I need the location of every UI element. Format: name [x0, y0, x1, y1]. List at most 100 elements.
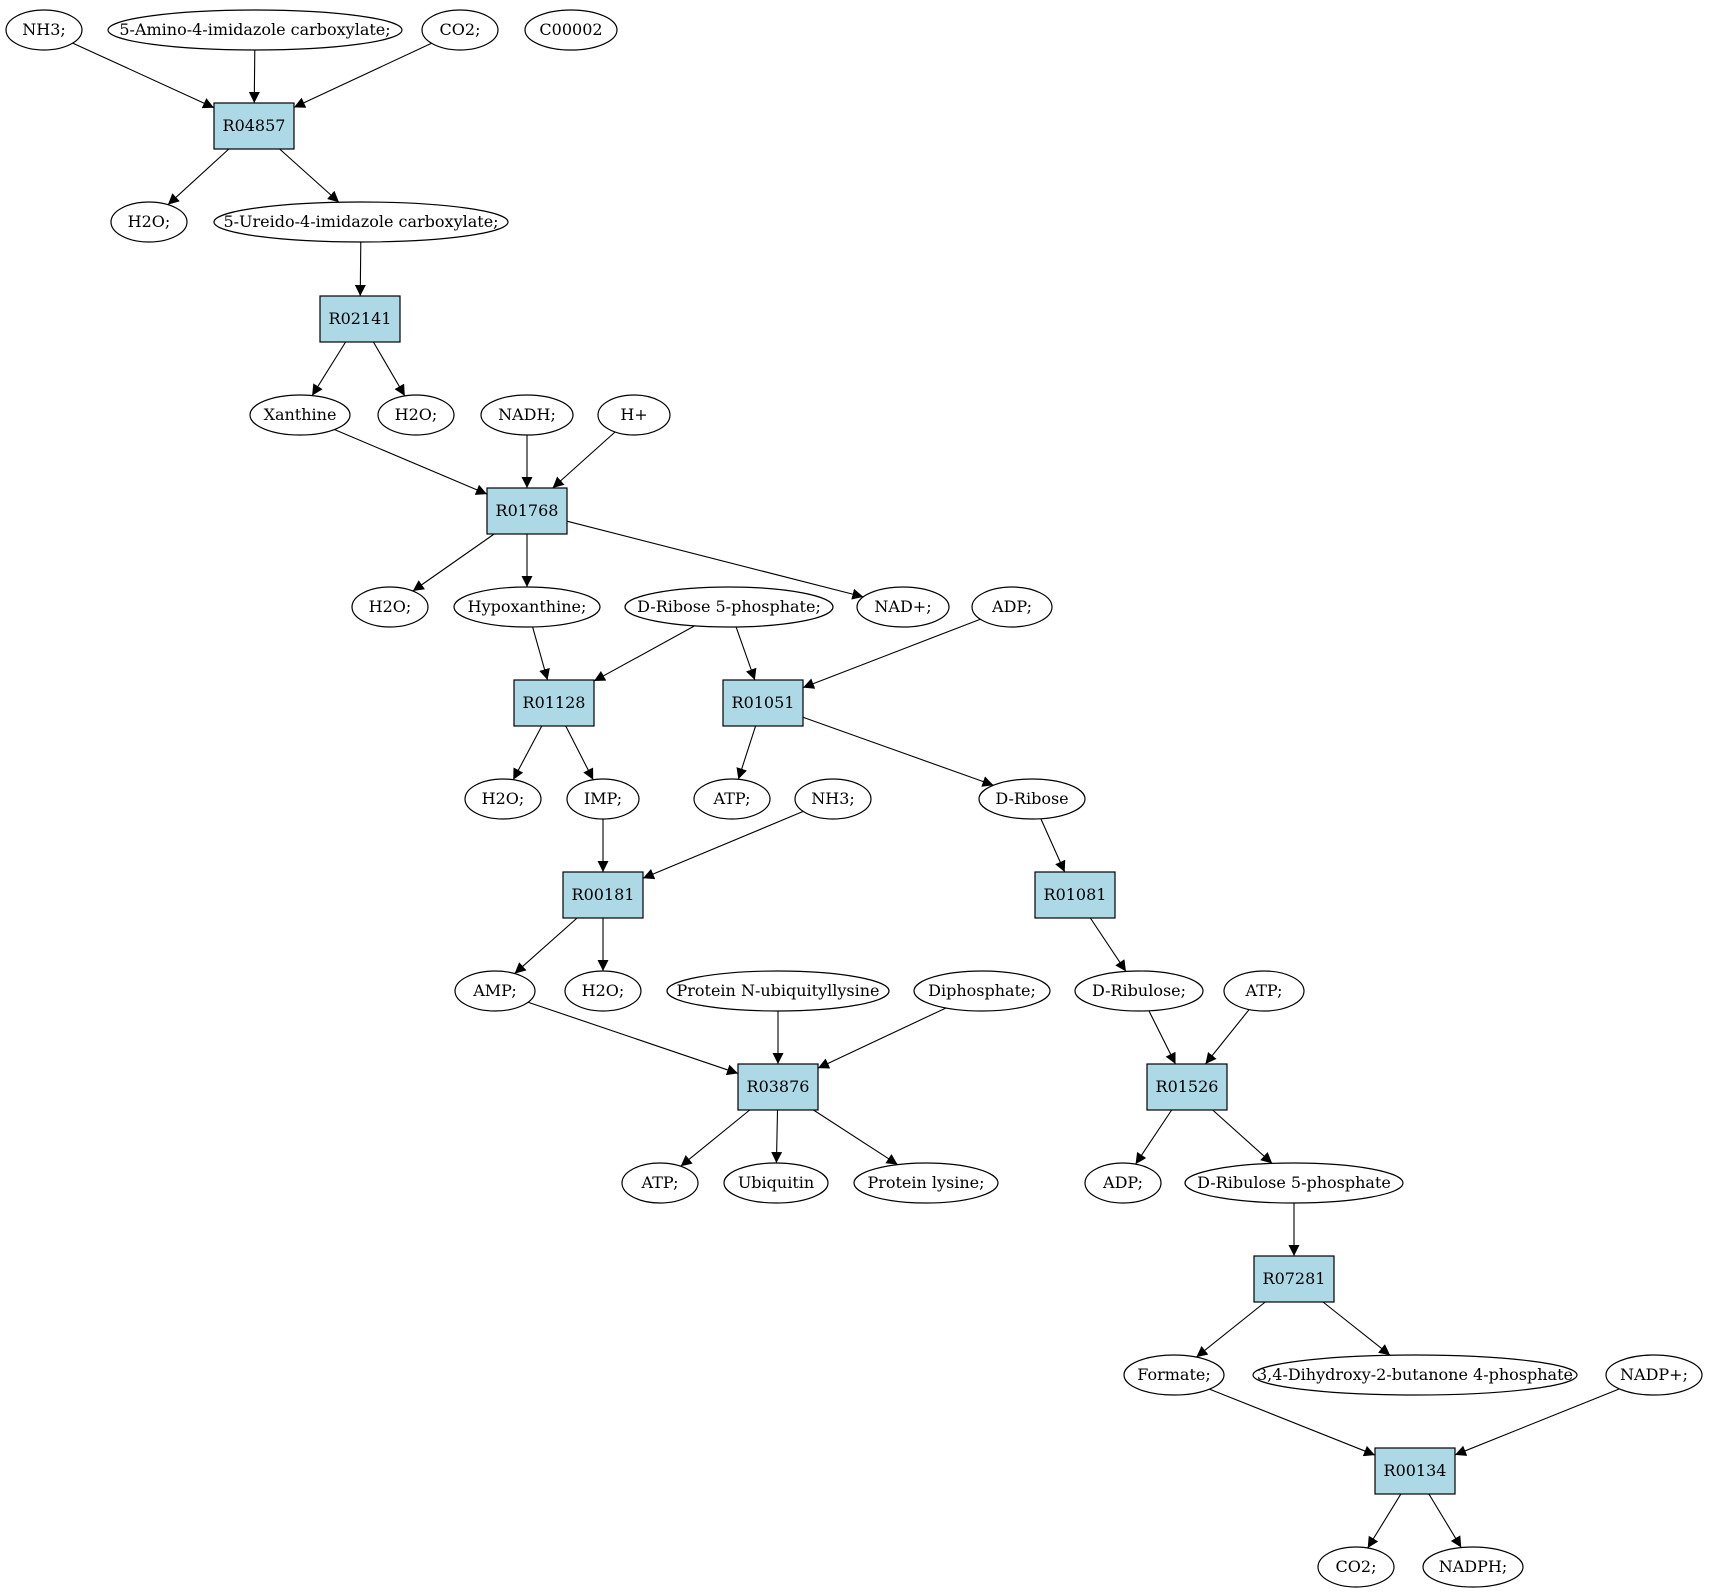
compound-node-formate[interactable]: Formate; — [1123, 1354, 1225, 1396]
compound-ellipse — [249, 394, 351, 436]
compound-ellipse — [110, 201, 188, 243]
reaction-node-r00134[interactable]: R00134 — [1374, 1447, 1456, 1495]
edge-arrow — [566, 520, 864, 600]
compound-label: 5-Amino-4-imidazole carboxylate; — [119, 20, 390, 39]
reaction-node-r01128[interactable]: R01128 — [513, 679, 595, 727]
reaction-node-r04857[interactable]: R04857 — [213, 102, 295, 150]
edge-arrow — [311, 341, 347, 396]
compound-ellipse — [1605, 1354, 1703, 1396]
compound-node-nadp[interactable]: NADP+; — [1605, 1354, 1703, 1396]
compound-label: ADP; — [991, 597, 1032, 616]
edge-arrow — [642, 810, 804, 880]
edge-arrow — [1428, 1493, 1462, 1548]
compound-node-h2o[interactable]: H2O; — [110, 201, 188, 243]
compound-node-h2o[interactable]: H2O; — [351, 586, 429, 628]
compound-node-d-ribulose[interactable]: D-Ribulose; — [1074, 970, 1204, 1012]
compound-node-ubiquitin[interactable]: Ubiquitin — [723, 1162, 829, 1204]
compound-label: Diphosphate; — [928, 981, 1036, 1000]
compound-ellipse — [853, 1162, 999, 1204]
compound-ellipse — [480, 394, 574, 436]
compound-node-imp[interactable]: IMP; — [566, 778, 640, 820]
compound-node-diphosphate[interactable]: Diphosphate; — [913, 970, 1051, 1012]
compound-node-h2o[interactable]: H2O; — [377, 394, 455, 436]
reaction-node-r01526[interactable]: R01526 — [1146, 1063, 1228, 1111]
edge-arrow — [813, 1109, 898, 1166]
compound-node-protein-n-ubiquityllysine[interactable]: Protein N-ubiquityllysine — [666, 970, 890, 1012]
reaction-label: R03876 — [747, 1077, 810, 1096]
compound-ellipse — [351, 586, 429, 628]
compound-ellipse — [1252, 1354, 1578, 1396]
compound-ellipse — [1422, 1546, 1524, 1588]
compound-ellipse — [1317, 1546, 1395, 1588]
reaction-node-r03876[interactable]: R03876 — [737, 1063, 819, 1111]
compound-ellipse — [564, 970, 642, 1012]
compound-ellipse — [971, 586, 1053, 628]
compound-ellipse — [856, 586, 950, 628]
compound-node-adp[interactable]: ADP; — [1084, 1162, 1162, 1204]
compound-node-amp[interactable]: AMP; — [454, 970, 536, 1012]
reaction-label: R01051 — [732, 693, 795, 712]
compound-node-nadph[interactable]: NADPH; — [1422, 1546, 1524, 1588]
compound-label: ATP; — [1245, 981, 1283, 1000]
reaction-node-r02141[interactable]: R02141 — [319, 295, 401, 343]
reaction-label: R01081 — [1044, 885, 1107, 904]
compound-node-atp[interactable]: ATP; — [693, 778, 771, 820]
reaction-box — [486, 487, 568, 535]
compound-ellipse — [913, 970, 1051, 1012]
reaction-node-r00181[interactable]: R00181 — [562, 871, 644, 919]
compound-node-d-ribose[interactable]: D-Ribose — [978, 778, 1086, 820]
compound-node-hypoxanthine[interactable]: Hypoxanthine; — [453, 586, 601, 628]
reaction-label: R01768 — [496, 501, 559, 520]
compound-label: H+ — [620, 405, 647, 424]
reaction-box — [1374, 1447, 1456, 1495]
compound-node-co2[interactable]: CO2; — [1317, 1546, 1395, 1588]
compound-label: D-Ribose 5-phosphate; — [637, 597, 821, 616]
compound-node-atp[interactable]: ATP; — [1223, 970, 1305, 1012]
compound-node-atp[interactable]: ATP; — [621, 1162, 699, 1204]
edge-arrow — [72, 42, 215, 109]
compound-node-h2o[interactable]: H2O; — [464, 778, 542, 820]
compound-label: ADP; — [1102, 1173, 1143, 1192]
edge-layer — [72, 42, 1620, 1549]
compound-node-h2o[interactable]: H2O; — [564, 970, 642, 1012]
compound-label: C00002 — [539, 20, 602, 39]
compound-node-3-4-dihydroxy-2-butanone-4-phosphate[interactable]: 3,4-Dihydroxy-2-butanone 4-phosphate — [1252, 1354, 1578, 1396]
edge-arrow — [802, 618, 981, 689]
reaction-box — [1146, 1063, 1228, 1111]
compound-label: H2O; — [369, 597, 412, 616]
compound-node-d-ribose-5-phosphate[interactable]: D-Ribose 5-phosphate; — [624, 586, 834, 628]
compound-label: H2O; — [482, 789, 525, 808]
reaction-label: R02141 — [329, 309, 392, 328]
compound-label: NH3; — [811, 789, 855, 808]
compound-node-xanthine[interactable]: Xanthine — [249, 394, 351, 436]
compound-node-nadh[interactable]: NADH; — [480, 394, 574, 436]
edge-arrow — [514, 917, 578, 974]
compound-node-d-ribulose-5-phosphate[interactable]: D-Ribulose 5-phosphate — [1184, 1162, 1404, 1204]
edge-arrow — [248, 49, 260, 104]
compound-ellipse — [1184, 1162, 1404, 1204]
reaction-node-r01081[interactable]: R01081 — [1034, 871, 1116, 919]
compound-label: 3,4-Dihydroxy-2-butanone 4-phosphate — [1257, 1365, 1573, 1384]
compound-label: D-Ribulose; — [1092, 981, 1186, 1000]
compound-node-adp[interactable]: ADP; — [971, 586, 1053, 628]
compound-ellipse — [5, 9, 83, 51]
reaction-box — [722, 679, 804, 727]
reaction-node-r01768[interactable]: R01768 — [486, 487, 568, 535]
compound-node-5-ureido-4-imidazole-carboxylate[interactable]: 5-Ureido-4-imidazole carboxylate; — [213, 201, 509, 243]
edge-arrow — [817, 1007, 947, 1069]
compound-node-h[interactable]: H+ — [597, 394, 671, 436]
compound-node-nad[interactable]: NAD+; — [856, 586, 950, 628]
compound-node-protein-lysine[interactable]: Protein lysine; — [853, 1162, 999, 1204]
compound-ellipse — [1074, 970, 1204, 1012]
reaction-node-r01051[interactable]: R01051 — [722, 679, 804, 727]
compound-label: Xanthine — [264, 405, 337, 424]
compound-node-nh3[interactable]: NH3; — [794, 778, 872, 820]
compound-node-c00002[interactable]: C00002 — [524, 9, 618, 51]
compound-label: Hypoxanthine; — [468, 597, 587, 616]
compound-node-co2[interactable]: CO2; — [421, 9, 499, 51]
compound-label: 5-Ureido-4-imidazole carboxylate; — [223, 212, 498, 231]
reaction-node-r07281[interactable]: R07281 — [1253, 1255, 1335, 1303]
compound-node-nh3[interactable]: NH3; — [5, 9, 83, 51]
compound-node-5-amino-4-imidazole-carboxylate[interactable]: 5-Amino-4-imidazole carboxylate; — [107, 9, 403, 51]
compound-ellipse — [978, 778, 1086, 820]
